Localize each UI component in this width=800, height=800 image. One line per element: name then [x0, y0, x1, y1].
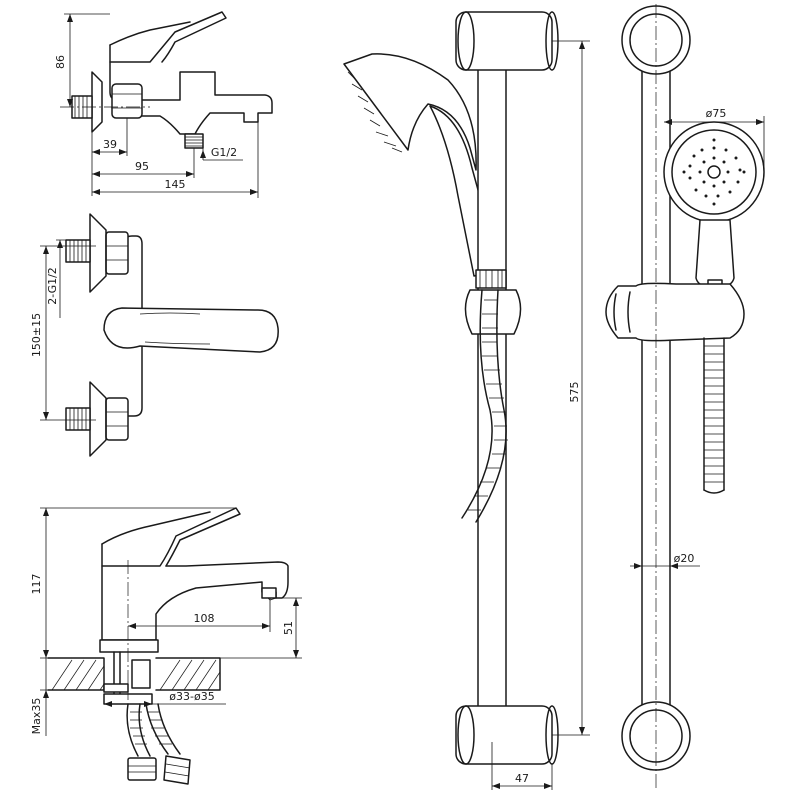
dim-20-label: ø20 — [674, 552, 695, 565]
dim-145-label: 145 — [165, 178, 186, 191]
dim-max35-label: Max35 — [30, 698, 43, 735]
dim-39-label: 39 — [103, 138, 117, 151]
shower-nozzle-holes — [682, 138, 746, 206]
dim-g12-label: G1/2 — [211, 146, 237, 159]
shower-rail-side-drawing: 575 47 — [343, 11, 590, 790]
dim-575-label: 575 — [568, 382, 581, 403]
dim-47-label: 47 — [515, 772, 529, 785]
basin-mixer-drawing: 117 108 51 Max35 ø33-ø35 — [30, 507, 302, 785]
dim-108-label: 108 — [194, 612, 215, 625]
dim-51-label: 51 — [282, 621, 295, 635]
dim-2g12-label: 2-G1/2 — [46, 267, 59, 305]
bath-mixer-drawing: 86 39 G1/2 95 145 — [54, 11, 273, 198]
dim-117-label: 117 — [30, 574, 43, 595]
dim-75-label: ø75 — [706, 107, 727, 120]
dim-95-label: 95 — [135, 160, 149, 173]
dim-hole-label: ø33-ø35 — [169, 690, 214, 703]
dim-150-label: 150±15 — [30, 313, 43, 357]
wall-view-drawing: 2-G1/2 150±15 — [30, 213, 279, 457]
shower-rail-front-drawing: ø75 ø20 — [605, 4, 765, 790]
dim-86-label: 86 — [54, 55, 67, 69]
